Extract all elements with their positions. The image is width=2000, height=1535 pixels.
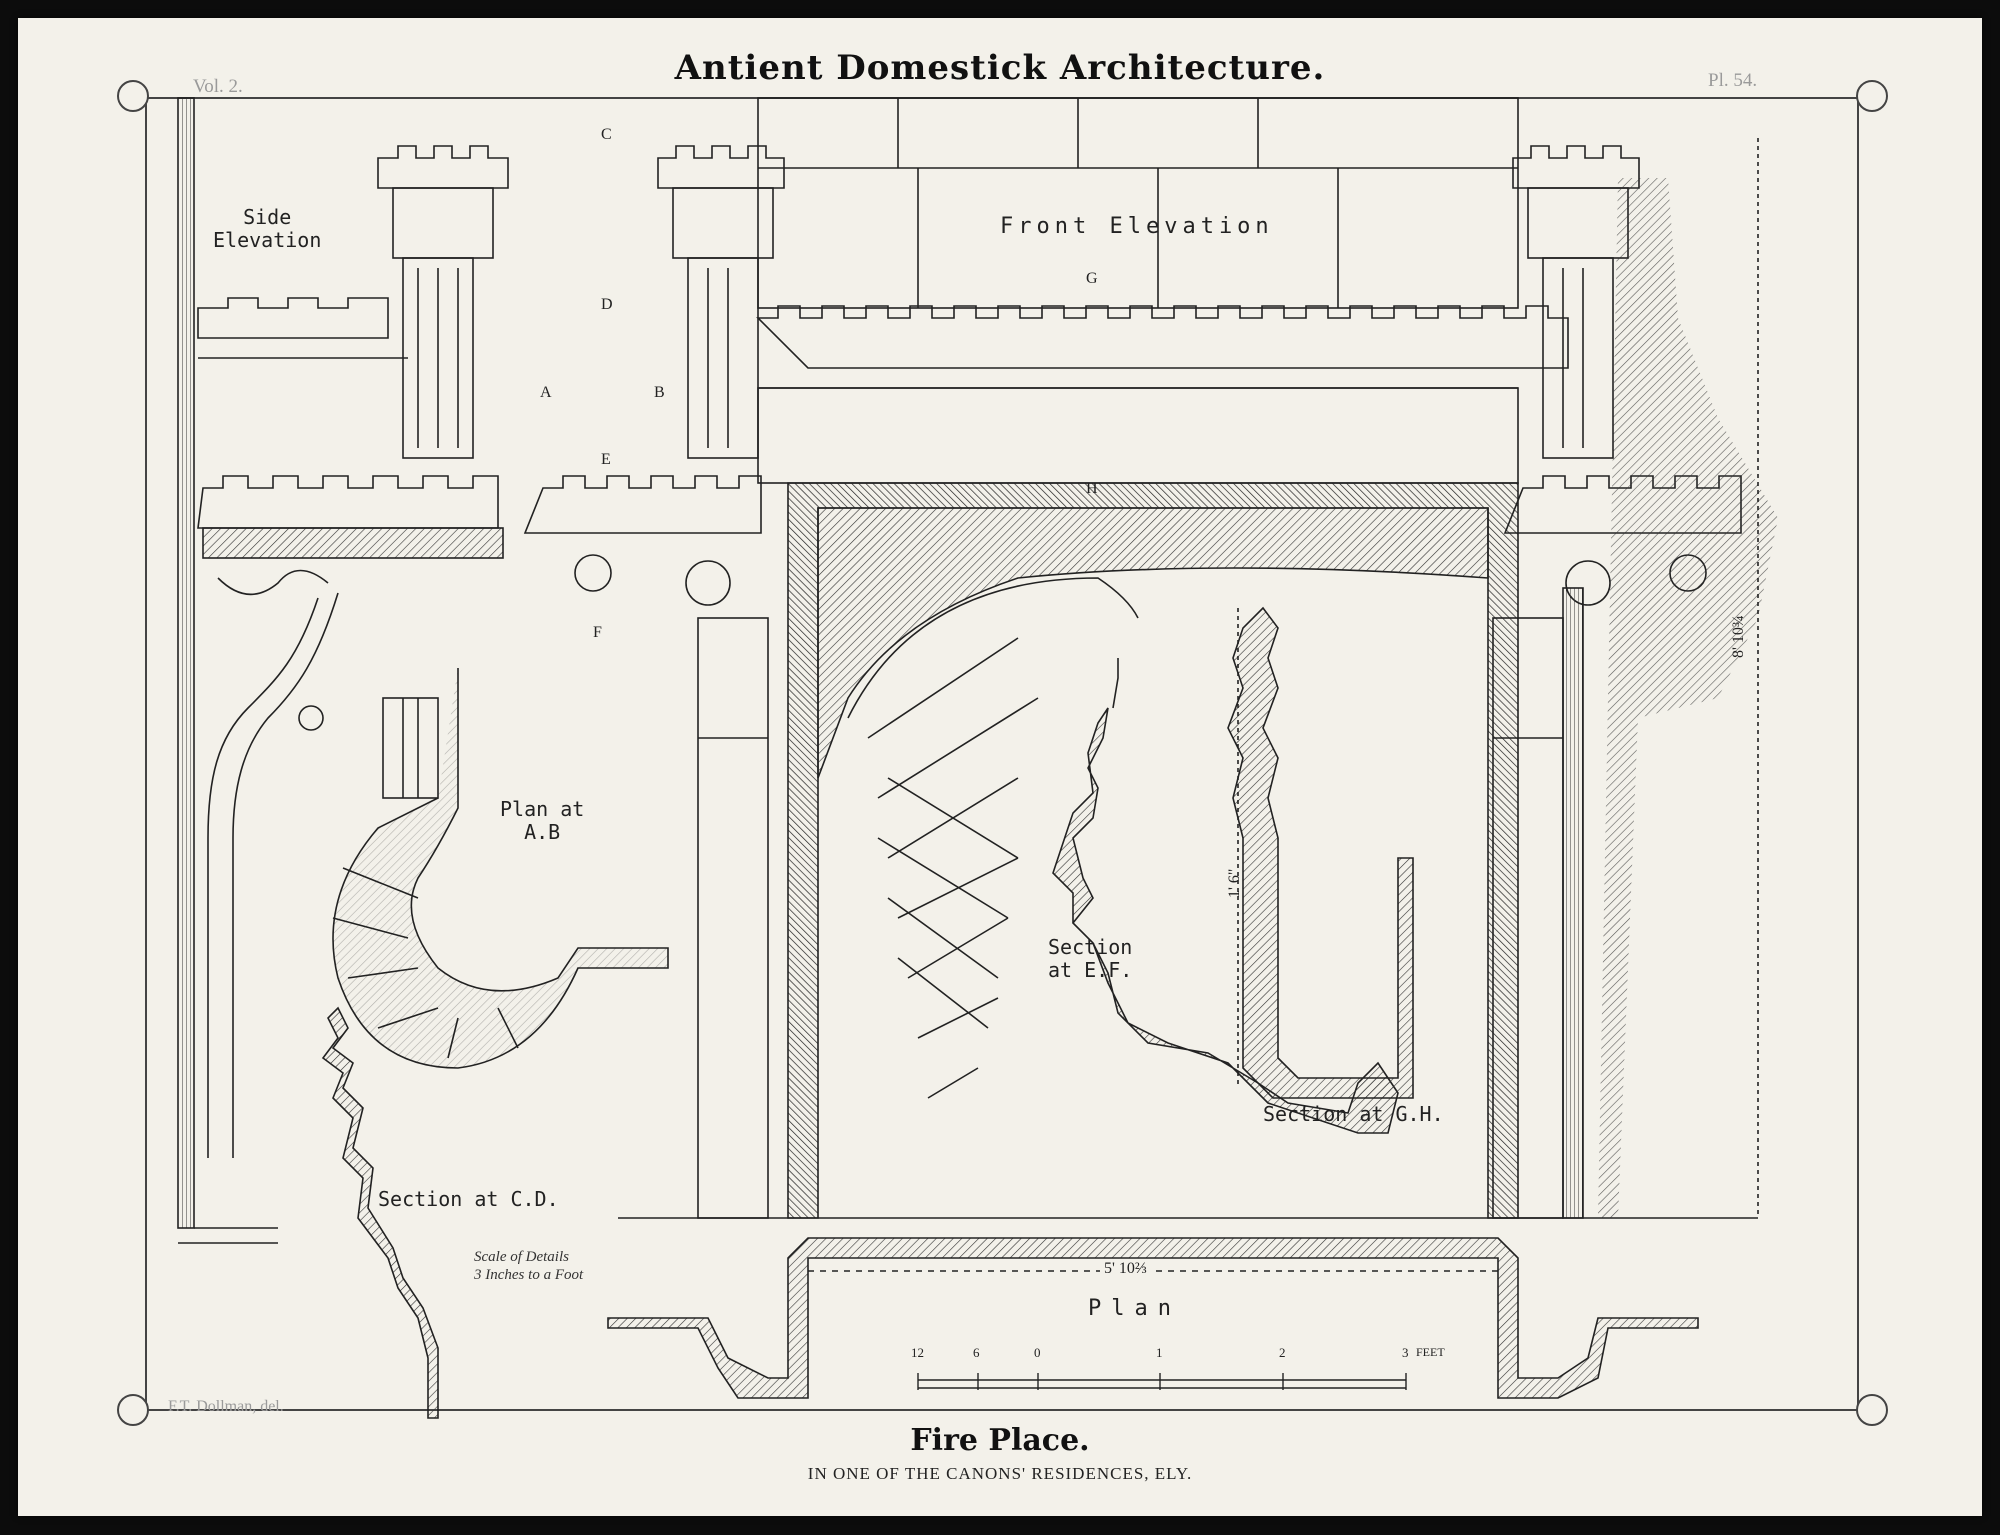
scale-bar-drawing xyxy=(917,1373,1407,1390)
front-elevation-label: Front Elevation xyxy=(1000,214,1274,239)
section-letter-e: E xyxy=(601,451,611,468)
scale-tick-2: 2 xyxy=(1279,1345,1286,1360)
section-letter-f: F xyxy=(593,624,602,641)
section-letter-h: H xyxy=(1086,480,1098,497)
scale-tick-3: 3 xyxy=(1402,1345,1409,1360)
plan-drawing xyxy=(607,1237,1699,1399)
print-sheet: Antient Domestick Architecture. Vol. 2. … xyxy=(18,18,1982,1516)
scale-note: Scale of Details 3 Inches to a Foot xyxy=(474,1249,584,1283)
section-dimension: 1' 6" xyxy=(1226,868,1243,898)
plate-number: Pl. 54. xyxy=(1708,70,1758,91)
section-ef-label: Section at E.F. xyxy=(1048,935,1133,982)
height-dimension: 8' 10¾ xyxy=(1730,615,1747,658)
section-cd-drawing xyxy=(321,1006,439,1419)
engraving-drawing xyxy=(117,80,1888,1426)
plan-label: Plan xyxy=(1088,1296,1181,1321)
plate-title: Antient Domestick Architecture. xyxy=(674,48,1326,88)
side-elevation-drawing xyxy=(177,97,509,1244)
section-letter-b: B xyxy=(654,384,665,401)
plan-ab-label: Plan at A.B xyxy=(500,797,585,844)
section-letter-d: D xyxy=(601,296,613,313)
side-elevation-label: Side Elevation xyxy=(213,205,322,252)
section-cd-label: Section at C.D. xyxy=(378,1187,559,1211)
section-gh-drawing xyxy=(1227,606,1414,1099)
section-gh-label: Section at G.H. xyxy=(1263,1102,1444,1126)
caption-subtitle: IN ONE OF THE CANONS' RESIDENCES, ELY. xyxy=(807,1464,1193,1483)
width-dimension: 5' 10⅔ xyxy=(1100,1260,1151,1278)
scale-tick-1: 1 xyxy=(1156,1345,1163,1360)
scale-tick-0: 0 xyxy=(1034,1345,1041,1360)
front-elevation-drawing xyxy=(523,97,1778,1219)
caption-title: Fire Place. xyxy=(910,1423,1090,1458)
artist-credit: F.T. Dollman, del. xyxy=(168,1398,284,1415)
scale-unit: FEET xyxy=(1416,1345,1445,1359)
section-letter-g: G xyxy=(1086,270,1098,287)
scale-tick-6: 6 xyxy=(973,1345,980,1360)
scale-tick-12: 12 xyxy=(911,1345,924,1360)
volume-number: Vol. 2. xyxy=(193,76,243,97)
section-letter-a: A xyxy=(540,384,552,401)
plan-ab-drawing xyxy=(332,668,669,1069)
section-letter-c: C xyxy=(601,126,612,143)
